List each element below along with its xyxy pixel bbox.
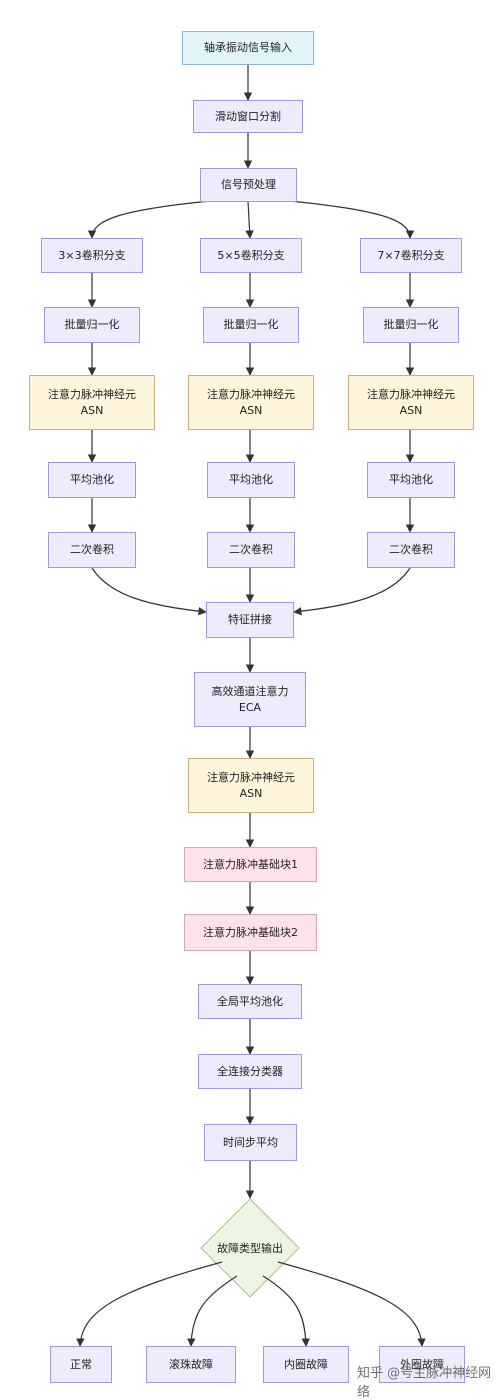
node-asn3: 注意力脉冲神经元 ASN [29,375,155,430]
edge-pre-b7 [289,200,415,239]
node-decision: 故障类型输出 [200,1198,300,1298]
node-branch5: 5×5卷积分支 [200,238,302,273]
node-output-ball: 滚珠故障 [146,1346,236,1383]
node-bn3: 批量归一化 [44,307,140,343]
node-output-outer: 外圈故障 [379,1346,465,1383]
node-conv7: 二次卷积 [367,532,455,568]
watermark: 知乎 @号主脉冲神经网络 [357,1366,492,1400]
node-pool5: 平均池化 [207,462,295,498]
node-block2: 注意力脉冲基础块2 [184,914,317,951]
edge-conv7-concat [293,567,411,616]
node-preprocess: 信号预处理 [200,168,297,202]
node-branch3: 3×3卷积分支 [41,238,143,273]
node-eca: 高效通道注意力 ECA [194,672,306,727]
node-output-normal: 正常 [50,1346,112,1383]
edge-pre-b3 [87,200,211,239]
decision-diamond-shape [200,1198,300,1298]
decision-label: 故障类型输出 [217,1242,283,1255]
node-input: 轴承振动信号输入 [182,31,314,65]
node-asn7: 注意力脉冲神经元 ASN [348,375,474,430]
node-gap: 全局平均池化 [198,984,302,1019]
node-window: 滑动窗口分割 [193,100,303,133]
node-pool3: 平均池化 [48,462,136,498]
node-bn7: 批量归一化 [363,307,459,343]
node-block1: 注意力脉冲基础块1 [184,847,317,882]
node-conv5: 二次卷积 [207,532,295,568]
edge-conv3-concat [91,567,207,616]
node-output-inner: 内圈故障 [263,1346,349,1383]
node-pool7: 平均池化 [367,462,455,498]
node-asn5: 注意力脉冲神经元 ASN [188,375,314,430]
node-bn5: 批量归一化 [203,307,299,343]
node-timeavg: 时间步平均 [204,1124,297,1161]
node-asn-main: 注意力脉冲神经元 ASN [188,758,314,813]
node-fc: 全连接分类器 [198,1054,302,1089]
node-concat: 特征拼接 [206,602,294,638]
node-branch7: 7×7卷积分支 [360,238,462,273]
edge-pre-b5 [245,200,254,239]
node-conv3: 二次卷积 [48,532,136,568]
